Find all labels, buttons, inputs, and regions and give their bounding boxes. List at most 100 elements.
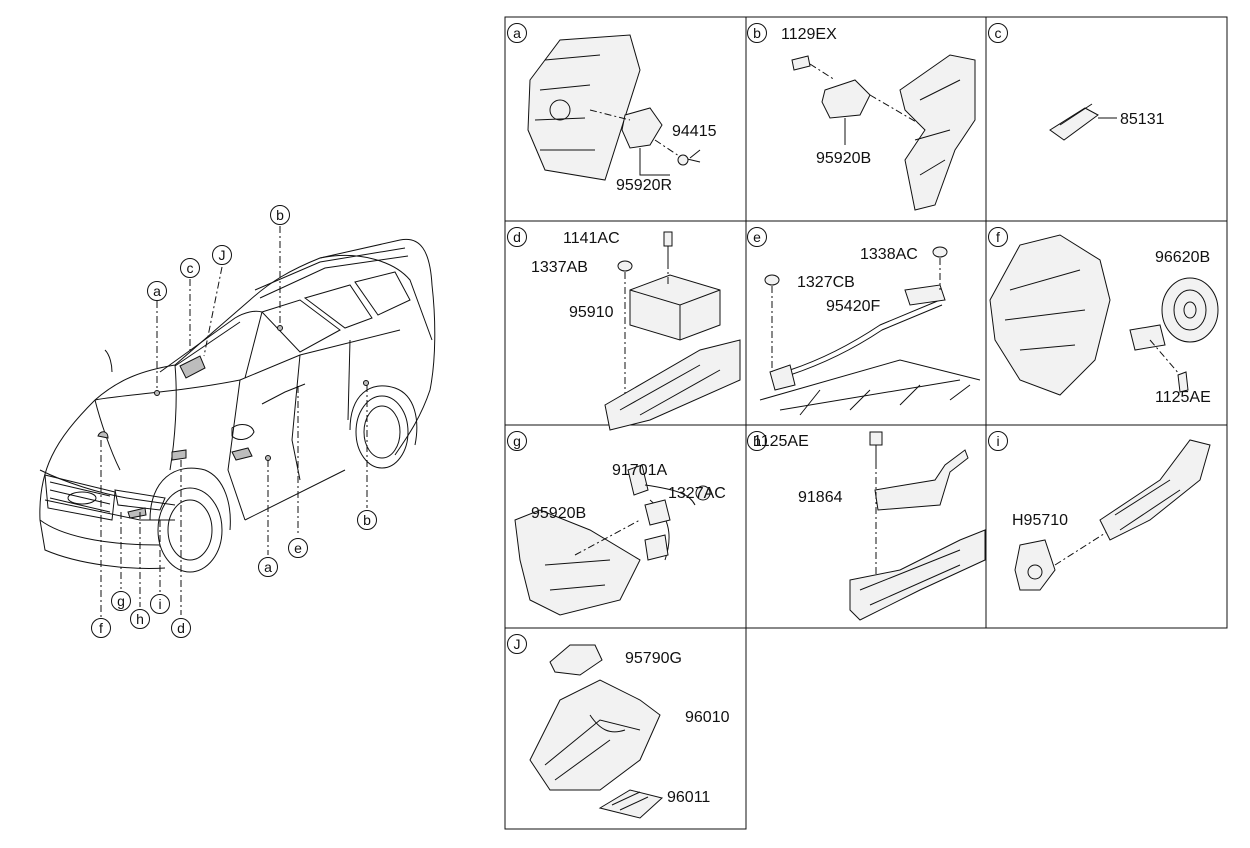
vehicle-callout-f-7-circle: [91, 618, 111, 638]
part-label-95790g: 95790G: [625, 650, 682, 667]
part-label-91701a: 91701A: [612, 462, 667, 479]
panel-f-label-letter: f: [996, 229, 1000, 245]
vehicle-illustration: [39, 226, 436, 617]
vehicle-callout-c-2-letter: c: [187, 260, 194, 276]
panel-c-label: c: [988, 23, 1008, 43]
vehicle-callout-e-6-circle: [288, 538, 308, 558]
vehicle-callout-g-8: g: [111, 591, 131, 611]
part-label-91864: 91864: [798, 489, 843, 506]
vehicle-callout-d-11: d: [171, 618, 191, 638]
panel-h-label: h: [747, 431, 767, 451]
panel-d-label: d: [507, 227, 527, 247]
part-label-1125ae: 1125AE: [1155, 389, 1211, 406]
panel-J-label: J: [507, 634, 527, 654]
vehicle-callout-b-5: b: [357, 510, 377, 530]
panel-c-illustration: [1049, 103, 1117, 141]
panel-g-label: g: [507, 431, 527, 451]
part-label-96010: 96010: [685, 709, 730, 726]
panel-grid: [504, 16, 1228, 830]
vehicle-callout-a-4: a: [258, 557, 278, 577]
panel-e-label: e: [747, 227, 767, 247]
vehicle-callout-c-2-circle: [180, 258, 200, 278]
panel-J-label-circle: [507, 634, 527, 654]
part-label-95420f: 95420F: [826, 298, 880, 315]
panel-e-label-letter: e: [753, 229, 761, 245]
vehicle-callout-b-1-circle: [270, 205, 290, 225]
vehicle-callout-i-10: i: [150, 594, 170, 614]
vehicle-callout-j-3: J: [212, 245, 232, 265]
panel-e-label-circle: [747, 227, 767, 247]
panel-h-label-letter: h: [753, 433, 761, 449]
part-label-1129ex: 1129EX: [781, 26, 837, 43]
vehicle-callout-e-6: e: [288, 538, 308, 558]
panel-b-label-letter: b: [753, 25, 761, 41]
panel-J-label-letter: J: [514, 636, 521, 652]
panel-c-label-circle: [988, 23, 1008, 43]
vehicle-callout-b-1-letter: b: [276, 207, 284, 223]
part-label-1337ab: 1337AB: [531, 259, 588, 276]
vehicle-callout-d-11-letter: d: [177, 620, 185, 636]
part-label-96620b: 96620B: [1155, 249, 1210, 266]
panel-a-illustration: [527, 34, 701, 181]
panel-i-illustration: [1014, 439, 1211, 591]
panel-f-illustration: [989, 234, 1219, 396]
panel-f-label: f: [988, 227, 1008, 247]
vehicle-callout-d-11-circle: [171, 618, 191, 638]
vehicle-callout-g-8-circle: [111, 591, 131, 611]
panel-i-label: i: [988, 431, 1008, 451]
panel-a-label-letter: a: [513, 25, 521, 41]
panel-g-illustration: [514, 464, 711, 616]
vehicle-callout-j-3-letter: J: [219, 247, 226, 263]
panel-h-illustration: [849, 431, 986, 621]
panel-g-label-letter: g: [513, 433, 521, 449]
panel-e-illustration: [759, 246, 981, 416]
vehicle-callout-a-4-letter: a: [264, 559, 272, 575]
panel-b-label-circle: [747, 23, 767, 43]
vehicle-callout-i-10-circle: [150, 594, 170, 614]
panel-b-label: b: [747, 23, 767, 43]
part-label-h95710: H95710: [1012, 512, 1068, 529]
panel-a-label-circle: [507, 23, 527, 43]
panel-a-label: a: [507, 23, 527, 43]
vehicle-callout-f-7-letter: f: [99, 620, 103, 636]
part-label-1327cb: 1327CB: [797, 274, 855, 291]
panel-g-label-circle: [507, 431, 527, 451]
vehicle-callout-b-1: b: [270, 205, 290, 225]
panel-c-label-letter: c: [995, 25, 1002, 41]
vehicle-callout-a-0-circle: [147, 281, 167, 301]
panel-labels: a 94415 95920R b 1129EX 95920B c 85131 d 1141AC 13…: [507, 23, 1211, 806]
vehicle-callout-b-5-letter: b: [363, 512, 371, 528]
part-label-95920b: 95920B: [816, 150, 871, 167]
panel-f-label-circle: [988, 227, 1008, 247]
vehicle-callout-h-9-letter: h: [136, 611, 144, 627]
panel-d-illustration: [604, 231, 741, 431]
part-label-95920b: 95920B: [531, 505, 586, 522]
vehicle-callout-a-0-letter: a: [153, 283, 161, 299]
part-label-94415: 94415: [672, 123, 717, 140]
part-label-96011: 96011: [667, 789, 710, 806]
panel-i-label-letter: i: [996, 433, 999, 449]
panel-d-label-letter: d: [513, 229, 521, 245]
vehicle-callout-g-8-letter: g: [117, 593, 125, 609]
vehicle-callout-a-0: a: [147, 281, 167, 301]
vehicle-callout-h-9-circle: [130, 609, 150, 629]
vehicle-callout-h-9: h: [130, 609, 150, 629]
vehicle-callout-j-3-circle: [212, 245, 232, 265]
vehicle-callout-a-4-circle: [258, 557, 278, 577]
vehicle-callout-f-7: f: [91, 618, 111, 638]
vehicle-callout-c-2: c: [180, 258, 200, 278]
part-label-1338ac: 1338AC: [860, 246, 918, 263]
vehicle-callout-e-6-letter: e: [294, 540, 302, 556]
part-label-85131: 85131: [1120, 111, 1165, 128]
vehicle-callout-b-5-circle: [357, 510, 377, 530]
panel-b-illustration: [791, 54, 976, 211]
part-label-95910: 95910: [569, 304, 614, 321]
part-label-1141ac: 1141AC: [563, 230, 620, 247]
part-label-95920r: 95920R: [616, 177, 672, 194]
panel-d-label-circle: [507, 227, 527, 247]
part-label-1125ae: 1125AE: [753, 433, 809, 450]
vehicle-callout-i-10-letter: i: [158, 596, 161, 612]
panel-J-illustration: [529, 644, 664, 819]
panel-i-label-circle: [988, 431, 1008, 451]
